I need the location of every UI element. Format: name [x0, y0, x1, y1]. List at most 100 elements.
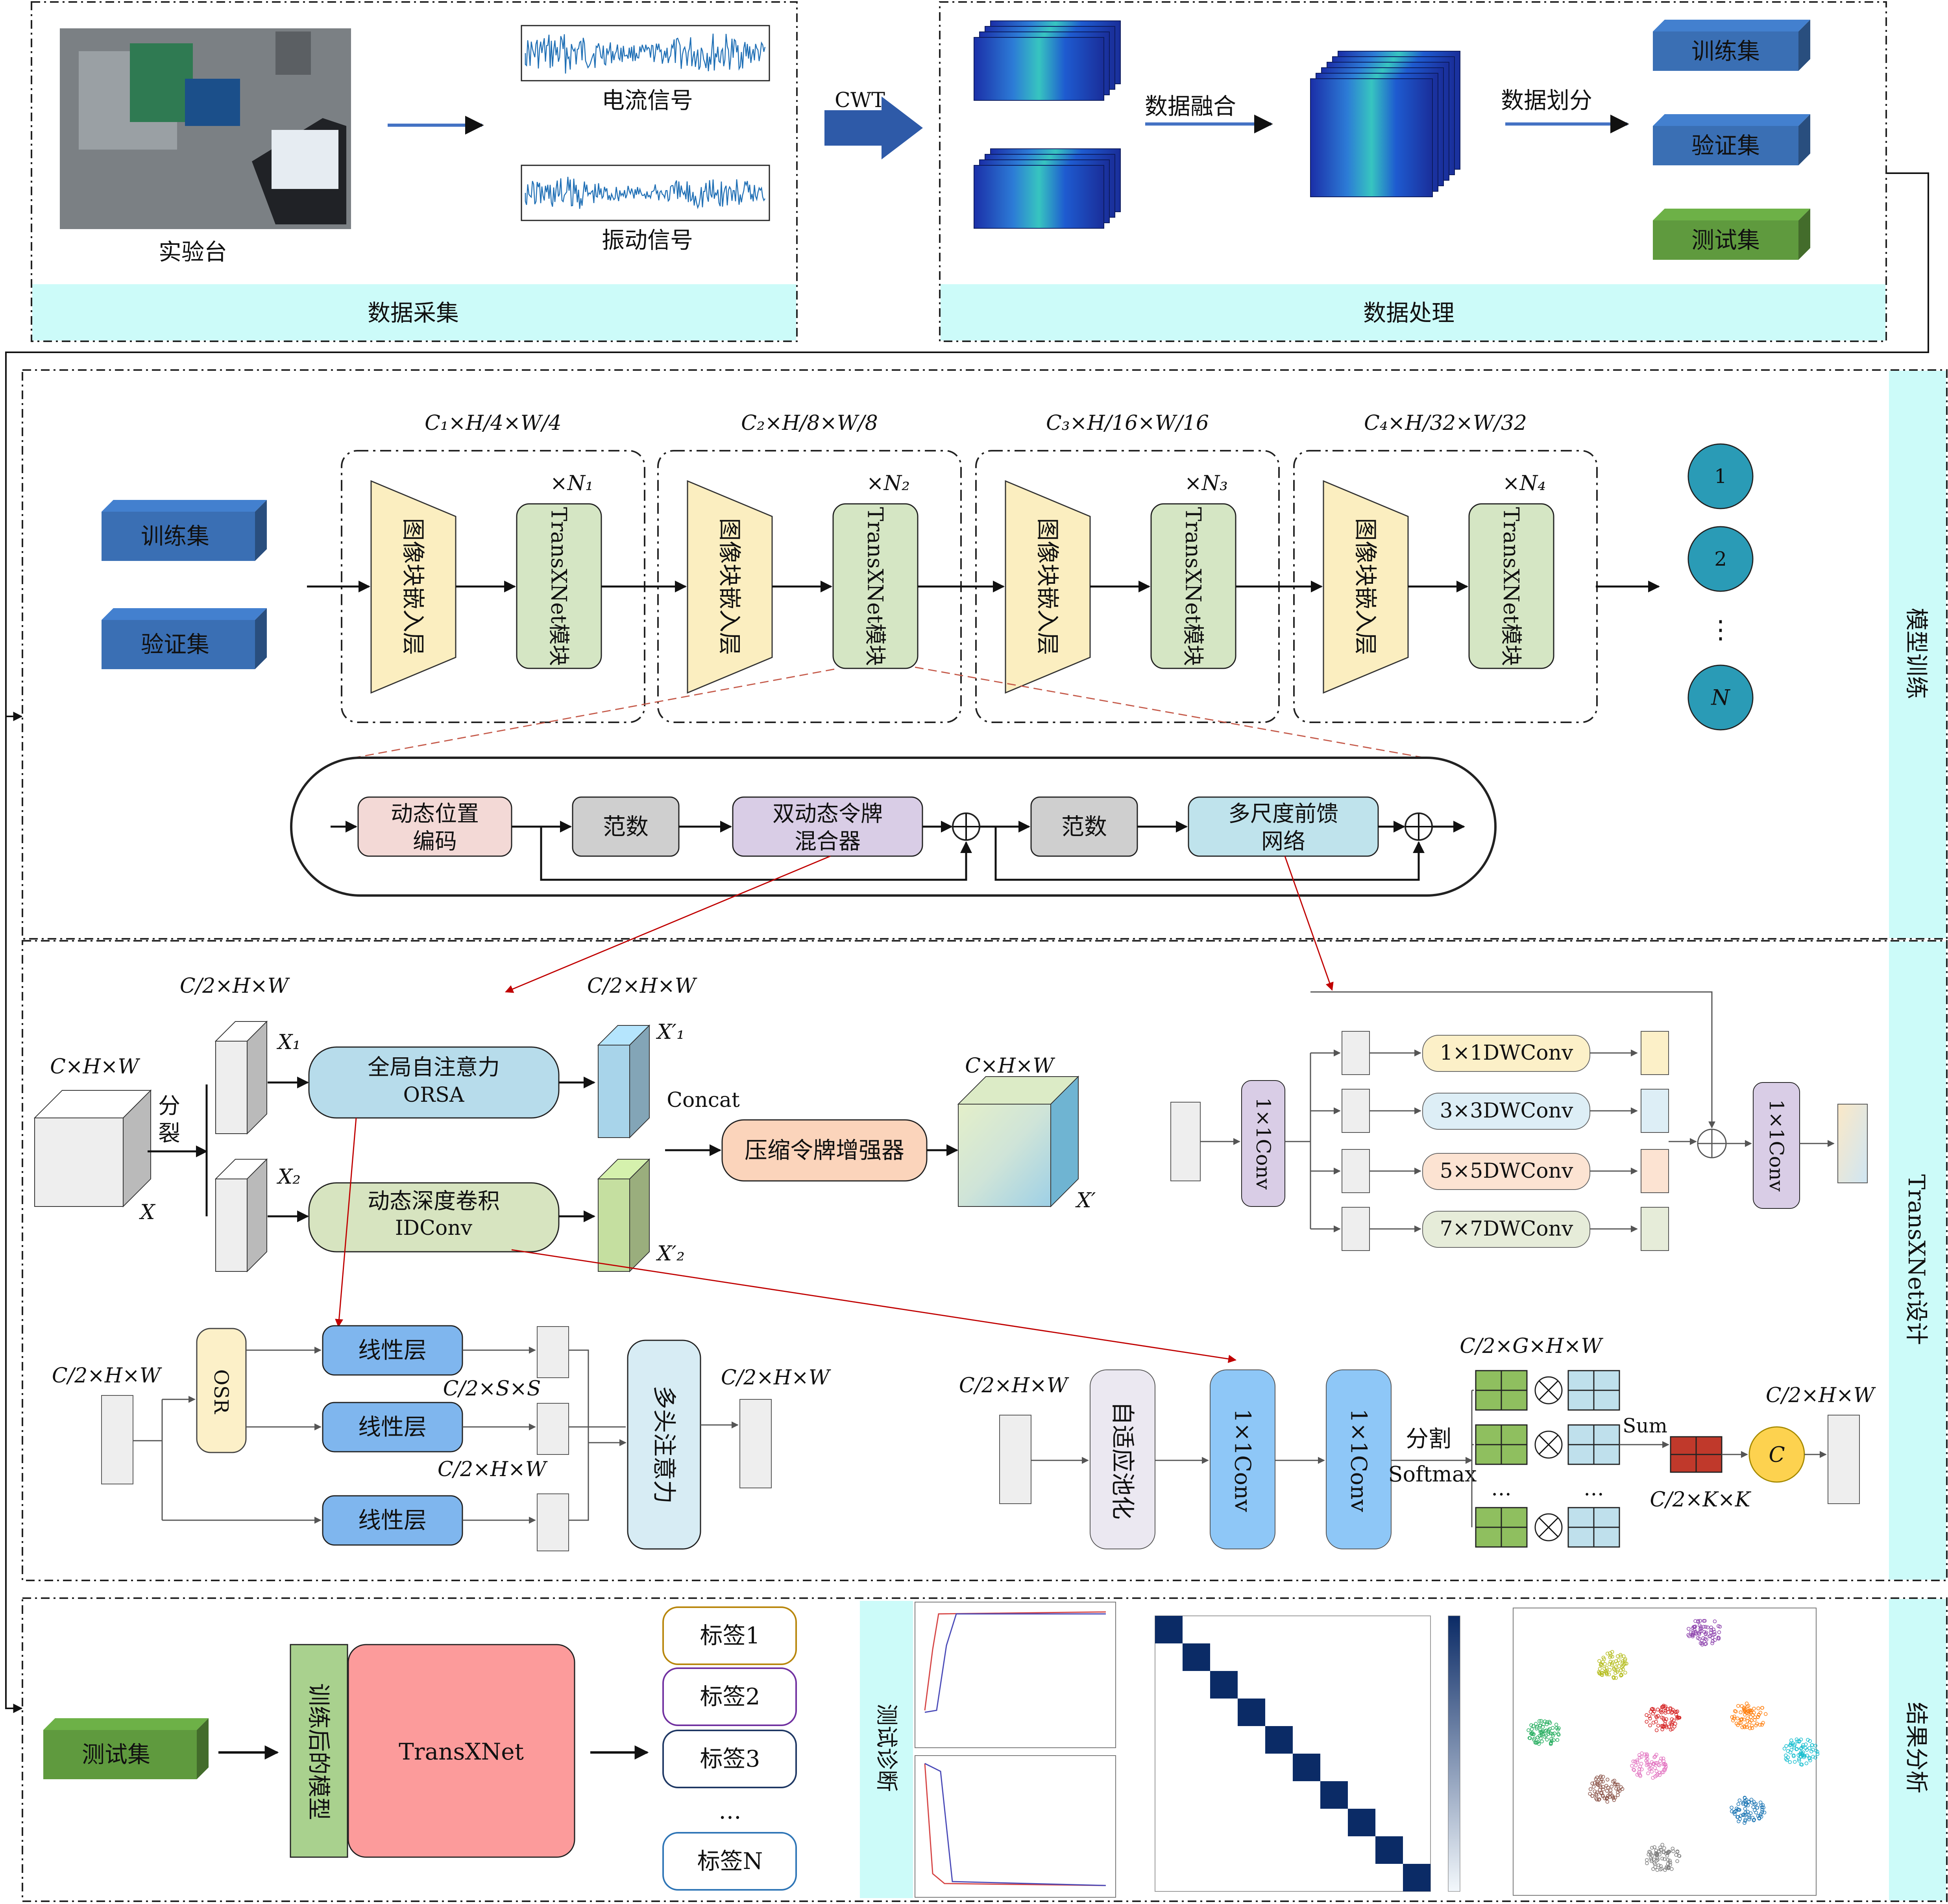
tsne-cluster-6	[1644, 1755, 1649, 1759]
tsne-cluster-4	[1745, 1719, 1750, 1723]
tsne-cluster-7	[1596, 1783, 1600, 1787]
tsne-cluster-9	[1650, 1846, 1654, 1850]
tsne-cluster-4	[1733, 1709, 1737, 1713]
train-input-label: 训练集	[141, 523, 209, 550]
tsne-cluster-7	[1593, 1789, 1597, 1793]
mha-label: 多头注意力	[650, 1386, 678, 1504]
tsne-cluster-8	[1748, 1811, 1753, 1815]
tsne-cluster-4	[1749, 1715, 1753, 1719]
tsne-cluster-1	[1597, 1659, 1601, 1663]
times-b	[1538, 1434, 1559, 1455]
tsne-cluster-1	[1623, 1657, 1627, 1661]
tsne-cluster-5	[1793, 1760, 1797, 1764]
tsne-cluster-6	[1654, 1773, 1659, 1778]
tsne-cluster-4	[1745, 1723, 1748, 1727]
idc-input-block	[999, 1415, 1031, 1504]
tsne-cluster-6	[1649, 1766, 1653, 1770]
tsne-cluster-8	[1747, 1800, 1750, 1804]
tsne-cluster-7	[1601, 1793, 1605, 1797]
tsne-cluster-3	[1669, 1707, 1673, 1711]
tsne-cluster-6	[1653, 1766, 1657, 1770]
tsne-cluster-7	[1598, 1785, 1602, 1789]
tsne-cluster-0	[1691, 1634, 1695, 1639]
tsne-cluster-3	[1647, 1714, 1651, 1718]
tsne-cluster-7	[1601, 1785, 1605, 1789]
tsne-cluster-6	[1654, 1769, 1659, 1773]
tsne-cluster-6	[1638, 1774, 1643, 1778]
tsne-cluster-5	[1784, 1744, 1788, 1748]
output-label-1: 1	[1714, 465, 1727, 488]
tsne-cluster-6	[1656, 1763, 1660, 1767]
tsne-cluster-5	[1814, 1749, 1818, 1753]
dw-in-block-4	[1342, 1207, 1370, 1251]
tsne-cluster-8	[1759, 1803, 1763, 1808]
tsne-cluster-0	[1717, 1630, 1721, 1634]
tsne-cluster-2	[1550, 1739, 1554, 1743]
tsne-cluster-7	[1610, 1784, 1614, 1789]
tsne-cluster-0	[1709, 1628, 1713, 1632]
tsne-cluster-3	[1656, 1714, 1660, 1718]
idc-output-block	[1828, 1415, 1860, 1504]
tsne-cluster-3	[1656, 1708, 1660, 1712]
x2-block-side	[247, 1158, 267, 1273]
tsne-cluster-9	[1666, 1861, 1670, 1866]
tsne-cluster-1	[1601, 1656, 1606, 1660]
tsne-cluster-0	[1700, 1641, 1704, 1645]
training-title: 模型训练	[1903, 608, 1930, 699]
tsne-cluster-6	[1640, 1751, 1644, 1755]
x1-block-side	[247, 1020, 267, 1135]
tsne-cluster-3	[1648, 1723, 1652, 1727]
ffn-conv-b-label: 1×1Conv	[1765, 1099, 1788, 1192]
val-input-box-side	[255, 608, 267, 669]
tsne-cluster-2	[1541, 1725, 1545, 1729]
current-signal-wave	[525, 33, 766, 74]
x1p-label: X′₁	[656, 1020, 685, 1044]
tsne-cluster-0	[1696, 1619, 1700, 1623]
v-block	[537, 1493, 569, 1551]
attn-output-block	[739, 1399, 772, 1488]
x2p-block-side	[629, 1158, 650, 1273]
train-set-box-side	[1798, 20, 1810, 71]
tsne-cluster-8	[1747, 1817, 1751, 1821]
tsne-cluster-5	[1782, 1747, 1787, 1750]
tsne-cluster-1	[1599, 1662, 1603, 1666]
tsne-cluster-5	[1797, 1757, 1801, 1761]
tsne-cluster-2	[1527, 1728, 1530, 1732]
tsne-cluster-9	[1668, 1858, 1672, 1863]
val-set-label: 验证集	[1691, 132, 1760, 159]
xout-label: X′	[1075, 1189, 1096, 1212]
embed-layer-4	[1323, 480, 1409, 694]
tsne-cluster-2	[1551, 1726, 1555, 1730]
tsne-cluster-2	[1532, 1736, 1536, 1741]
tsne-cluster-0	[1706, 1625, 1710, 1629]
module-label-3: TransXNet模块	[1181, 507, 1206, 666]
tsne-cluster-8	[1742, 1812, 1746, 1817]
x2-block	[215, 1179, 248, 1272]
tsne-cluster-7	[1601, 1787, 1605, 1791]
stage-repeat-3: ×N₃	[1185, 472, 1228, 495]
x-dim-label: C×H×W	[50, 1055, 140, 1079]
stage-repeat-1: ×N₁	[550, 472, 593, 495]
transxnet-box	[347, 1644, 575, 1858]
dots-right: …	[1584, 1477, 1604, 1501]
test-input-box-top	[43, 1718, 209, 1730]
tsne-cluster-3	[1656, 1724, 1660, 1728]
tsne-cluster-0	[1698, 1627, 1702, 1631]
tsne-cluster-8	[1743, 1821, 1747, 1825]
tsne-cluster-5	[1784, 1757, 1788, 1761]
tsne-cluster-8	[1737, 1799, 1742, 1802]
tsne-cluster-1	[1613, 1671, 1617, 1675]
diagnosis-label: 测试诊断	[874, 1704, 899, 1792]
concat-label: Concat	[667, 1088, 740, 1112]
tsne-cluster-1	[1603, 1662, 1607, 1666]
train-set-box-top	[1653, 20, 1810, 31]
tsne-cluster-7	[1604, 1784, 1608, 1788]
module-label-4: TransXNet模块	[1499, 507, 1524, 666]
tsne-cluster-9	[1652, 1845, 1656, 1849]
tsne-cluster-8	[1760, 1810, 1764, 1814]
tsne-cluster-0	[1707, 1634, 1711, 1638]
tsne-cluster-6	[1650, 1769, 1654, 1774]
tsne-cluster-2	[1555, 1738, 1560, 1742]
tsne-cluster-5	[1804, 1761, 1809, 1765]
tsne-cluster-1	[1614, 1659, 1618, 1663]
